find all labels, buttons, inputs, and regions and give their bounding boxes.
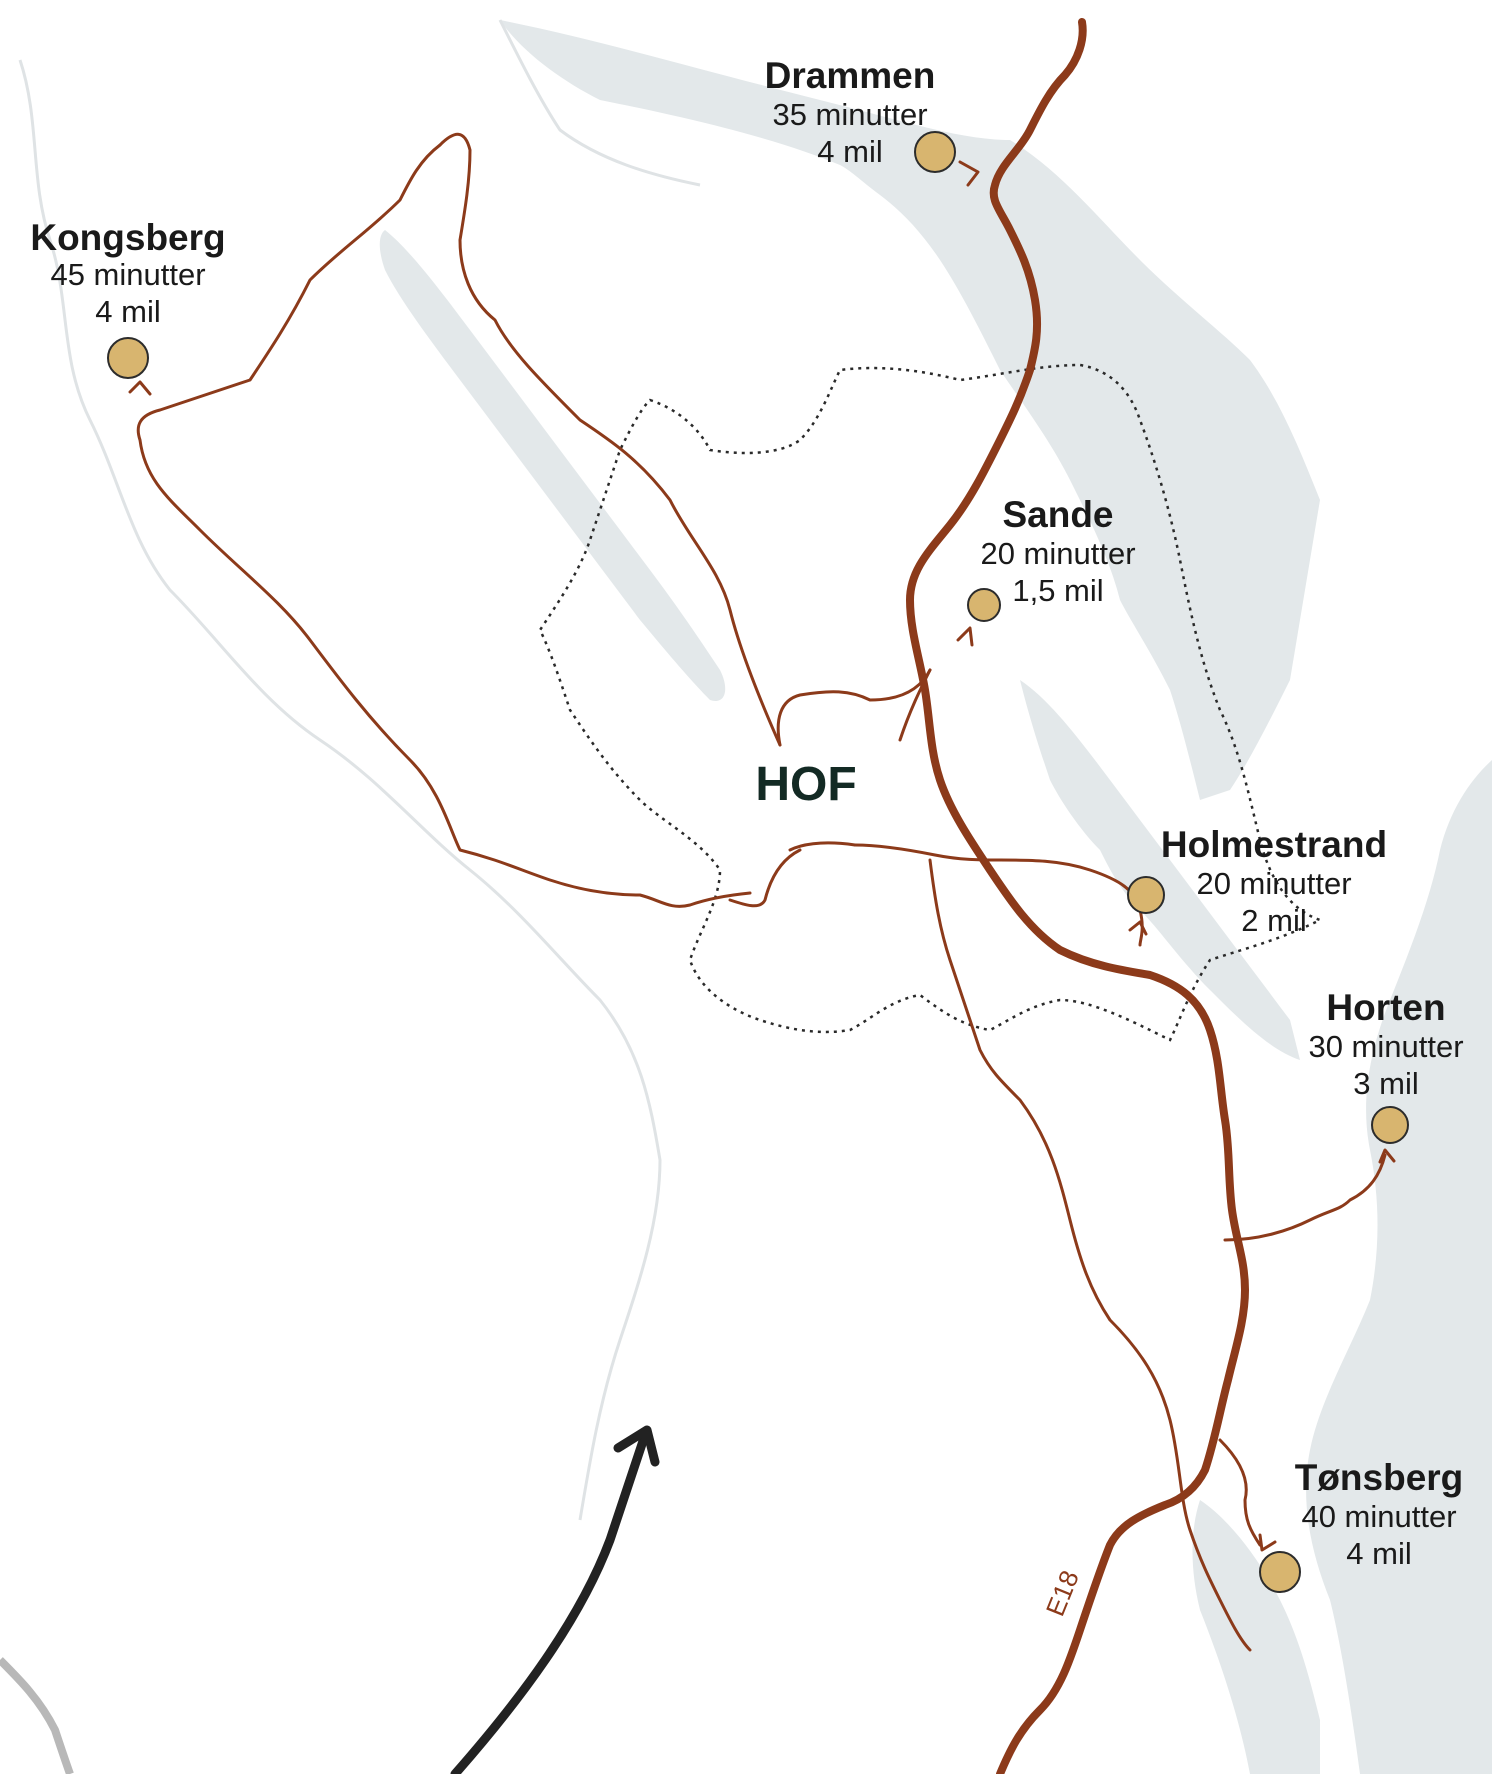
marker-horten[interactable] <box>1371 1106 1409 1144</box>
marker-holmestrand[interactable] <box>1127 876 1165 914</box>
kongsberg-name: Kongsberg <box>30 217 225 258</box>
eikeren-lake <box>379 230 726 701</box>
direction-arrow-head <box>613 1425 660 1467</box>
label-tonsberg: Tønsberg 40 minutter 4 mil <box>1295 1457 1464 1571</box>
drammen-distance: 4 mil <box>817 134 882 169</box>
label-holmestrand: Holmestrand 20 minutter 2 mil <box>1161 824 1387 938</box>
holmestrand-fjord <box>1020 680 1300 1060</box>
label-horten: Horten 30 minutter 3 mil <box>1308 987 1463 1101</box>
arrow-sande <box>956 626 974 647</box>
kongsberg-time: 45 minutter <box>50 257 205 292</box>
holmestrand-time: 20 minutter <box>1196 866 1351 901</box>
road-tonsberg-loop <box>1218 1438 1262 1547</box>
marker-kongsberg[interactable] <box>107 337 149 379</box>
road-south-inland <box>928 858 1252 1652</box>
river-west <box>18 59 662 1521</box>
holmestrand-distance: 2 mil <box>1241 903 1306 938</box>
arrow-drammen <box>958 160 980 187</box>
label-kongsberg: Kongsberg 45 minutter 4 mil <box>30 217 225 329</box>
marker-sande[interactable] <box>967 588 1001 622</box>
water-bodies <box>379 20 1492 1774</box>
arrow-tonsberg <box>1258 1533 1277 1552</box>
rivers <box>18 19 701 1521</box>
horten-name: Horten <box>1326 987 1445 1028</box>
road-hof-holmestrand <box>853 843 1144 947</box>
river-north <box>498 19 701 187</box>
tonsberg-name: Tønsberg <box>1295 1457 1464 1498</box>
road-kongsberg-loop <box>136 143 752 908</box>
road-horten <box>1223 1153 1387 1242</box>
label-sande: Sande 20 minutter 1,5 mil <box>980 494 1135 608</box>
road-hof-sande-loop <box>776 668 932 747</box>
drammensfjord <box>500 20 1320 800</box>
gray-road <box>0 1657 74 1774</box>
road-hof-south-west <box>728 848 802 908</box>
drammen-name: Drammen <box>765 55 936 96</box>
sande-distance: 1,5 mil <box>1012 573 1103 608</box>
label-drammen: Drammen 35 minutter 4 mil <box>765 55 936 169</box>
east-coast <box>1306 760 1492 1774</box>
e18-highway <box>906 18 1249 1774</box>
city-markers <box>107 131 1409 1593</box>
kongsberg-distance: 4 mil <box>95 294 160 329</box>
e18-label: E18 <box>1040 1566 1085 1620</box>
tonsberg-distance: 4 mil <box>1346 1536 1411 1571</box>
city-labels: Drammen 35 minutter 4 mil Kongsberg 45 m… <box>30 55 1463 1571</box>
direction-arrow-shaft <box>450 1430 650 1774</box>
arrow-horten <box>1378 1148 1396 1164</box>
municipality-border <box>538 363 1324 1042</box>
horten-time: 30 minutter <box>1308 1029 1463 1064</box>
tonsberg-fjord <box>1192 1500 1320 1774</box>
marker-tonsberg[interactable] <box>1259 1551 1301 1593</box>
road-hof-east-spur <box>788 841 857 852</box>
drammen-time: 35 minutter <box>772 97 927 132</box>
arrow-kongsberg <box>128 380 152 396</box>
tonsberg-time: 40 minutter <box>1301 1499 1456 1534</box>
horten-distance: 3 mil <box>1353 1066 1418 1101</box>
road-hof-north <box>438 132 782 747</box>
marker-drammen[interactable] <box>914 131 956 173</box>
sande-name: Sande <box>1002 494 1113 535</box>
hof-label: HOF <box>755 758 856 811</box>
road-sande-link <box>898 668 932 742</box>
arrow-holmestrand <box>1128 920 1148 936</box>
holmestrand-name: Holmestrand <box>1161 824 1387 865</box>
sande-time: 20 minutter <box>980 536 1135 571</box>
direction-arrow <box>450 1425 660 1774</box>
city-arrows <box>128 160 1396 1552</box>
